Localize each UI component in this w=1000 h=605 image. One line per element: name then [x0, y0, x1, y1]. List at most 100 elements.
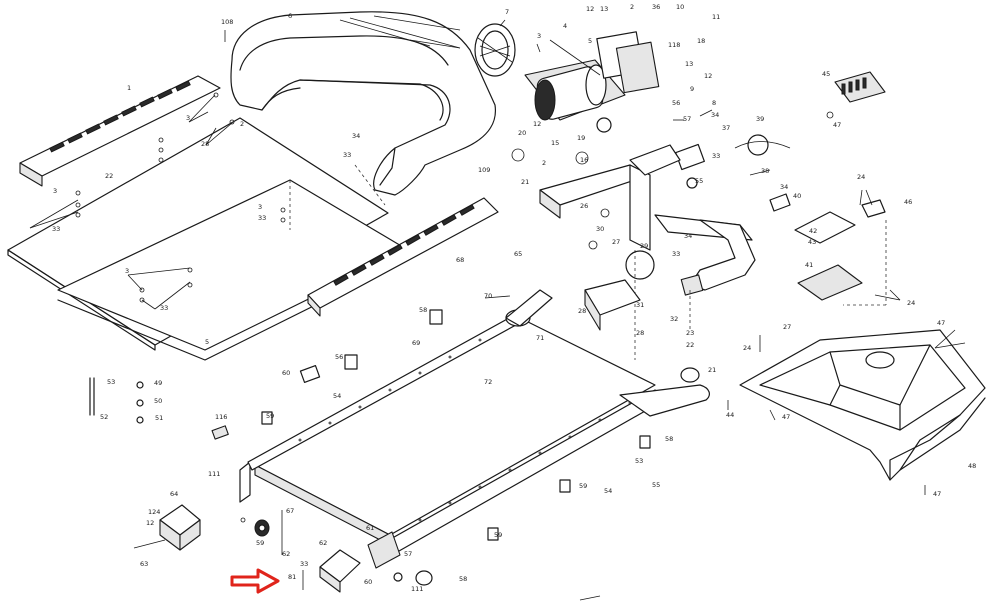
callout-33: 33	[52, 225, 60, 233]
callout-56: 56	[672, 99, 680, 107]
callout-23: 23	[686, 329, 694, 337]
callout-38: 38	[761, 167, 769, 175]
callout-47: 47	[833, 121, 841, 129]
callout-53: 53	[635, 457, 643, 465]
callout-49: 49	[154, 379, 162, 387]
callout-61: 61	[366, 524, 374, 532]
callout-9: 9	[690, 85, 694, 93]
callout-28: 28	[578, 307, 586, 315]
callout-56: 56	[335, 353, 343, 361]
callout-45: 45	[822, 70, 830, 78]
callout-50: 50	[154, 397, 162, 405]
walking-deck	[239, 289, 710, 569]
callout-47: 47	[937, 319, 945, 327]
callout-34: 34	[684, 232, 692, 240]
callout-33: 33	[160, 304, 168, 312]
callout-59: 59	[266, 412, 274, 420]
callout-6: 6	[288, 12, 292, 20]
callout-24: 24	[907, 299, 915, 307]
callout-24: 24	[857, 173, 865, 181]
callout-33: 33	[672, 250, 680, 258]
callout-4: 4	[563, 22, 567, 30]
callout-34: 34	[780, 183, 788, 191]
callout-26: 26	[580, 202, 588, 210]
callout-55: 55	[652, 481, 660, 489]
callout-24: 24	[743, 344, 751, 352]
callout-62: 62	[282, 550, 290, 558]
right-footrail	[307, 197, 499, 317]
lower-left-parts	[89, 309, 700, 593]
callout-12: 12	[146, 519, 154, 527]
callout-5: 5	[205, 338, 209, 346]
callout-52: 52	[100, 413, 108, 421]
callout-39: 39	[756, 115, 764, 123]
callout-31: 31	[636, 301, 644, 309]
callout-30: 30	[596, 225, 604, 233]
callout-8: 8	[712, 99, 716, 107]
callout-111: 111	[411, 585, 423, 593]
callout-21: 21	[708, 366, 716, 374]
callout-57: 57	[404, 550, 412, 558]
callout-51: 51	[155, 414, 163, 422]
callout-3: 3	[186, 114, 190, 122]
callout-46: 46	[904, 198, 912, 206]
callout-58: 58	[459, 575, 467, 583]
callout-124: 124	[148, 508, 160, 516]
callout-40: 40	[793, 192, 801, 200]
callout-60: 60	[282, 369, 290, 377]
main-frame	[289, 144, 887, 360]
callout-5: 5	[588, 37, 592, 45]
callout-33: 33	[300, 560, 308, 568]
footrail-slots-left	[49, 80, 191, 153]
callout-19: 19	[577, 134, 585, 142]
callout-29: 29	[640, 242, 648, 250]
callout-54: 54	[333, 392, 341, 400]
callout-27: 27	[612, 238, 620, 246]
callout-47: 47	[782, 413, 790, 421]
callout-21: 21	[521, 178, 529, 186]
top-right-parts	[511, 71, 886, 189]
callout-3: 3	[258, 203, 262, 211]
callout-12: 12	[586, 5, 594, 13]
callout-15: 15	[551, 139, 559, 147]
callout-65: 65	[514, 250, 522, 258]
callout-108: 108	[221, 18, 233, 26]
callout-33: 33	[258, 214, 266, 222]
callout-62: 62	[319, 539, 327, 547]
callout-118: 118	[668, 41, 680, 49]
callout-60: 60	[364, 578, 372, 586]
leader-lines	[224, 19, 966, 601]
callout-22: 22	[105, 172, 113, 180]
callout-37: 37	[722, 124, 730, 132]
callout-57: 57	[683, 115, 691, 123]
callout-13: 13	[600, 5, 608, 13]
callout-1: 1	[127, 84, 131, 92]
callout-10: 10	[676, 3, 684, 11]
callout-2: 2	[240, 120, 244, 128]
callout-59: 59	[494, 531, 502, 539]
left-deck-assembly	[7, 75, 411, 361]
callout-64: 64	[170, 490, 178, 498]
callout-33: 33	[712, 152, 720, 160]
callout-109: 109	[478, 166, 490, 174]
callout-81: 81	[288, 573, 296, 581]
callout-3: 3	[53, 187, 57, 195]
callout-48: 48	[968, 462, 976, 470]
callout-58: 58	[419, 306, 427, 314]
callout-32: 32	[670, 315, 678, 323]
base-pan	[739, 329, 986, 481]
callout-3: 3	[125, 267, 129, 275]
front-roller	[505, 289, 553, 327]
callout-3: 3	[537, 32, 541, 40]
callout-42: 42	[809, 227, 817, 235]
callout-16: 16	[580, 156, 588, 164]
callout-41: 41	[805, 261, 813, 269]
callout-70: 70	[484, 292, 492, 300]
callout-2: 2	[542, 159, 546, 167]
callout-53: 53	[107, 378, 115, 386]
callout-54: 54	[604, 487, 612, 495]
rail-holes	[298, 338, 632, 522]
motor-hood	[230, 11, 497, 196]
callout-36: 36	[652, 3, 660, 11]
